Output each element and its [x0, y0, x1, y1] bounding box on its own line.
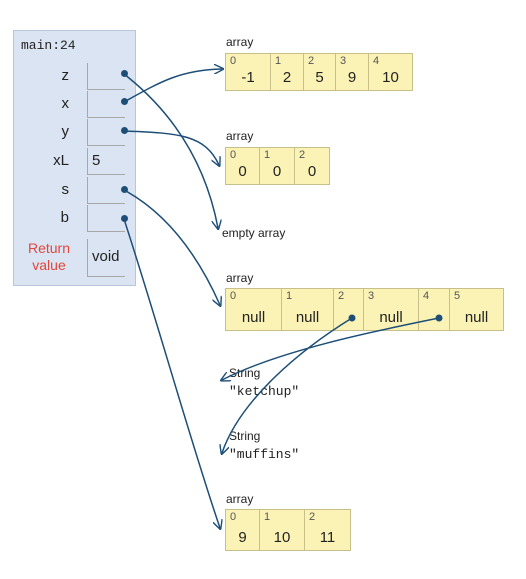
array-s-cell-4: 4 [419, 288, 450, 331]
cell-value: null [241, 309, 266, 326]
cell-index: 1 [264, 511, 271, 523]
var-cell-s [87, 177, 125, 204]
cell-value: null [295, 309, 320, 326]
arrow-z-to-empty [123, 73, 218, 228]
stack-frame: main:24 z x y xL 5 s b Return value void [13, 30, 136, 286]
return-value-cell: void [87, 239, 125, 277]
array-s-cell-3: 3 null [364, 288, 419, 331]
array-s-cell-2: 2 [334, 288, 364, 331]
cell-value: 0 [272, 163, 282, 180]
array-s-cell-0: 0 null [225, 288, 282, 331]
arrow-y-to-array [123, 130, 219, 165]
string-2-value: "muffins" [229, 447, 300, 462]
var-cell-x [87, 91, 125, 118]
cell-value: 9 [238, 529, 247, 546]
pointer-dot-x[interactable] [121, 98, 128, 105]
cell-value: 10 [273, 529, 291, 546]
cell-index: 3 [368, 290, 375, 302]
var-name-x: x [61, 95, 70, 112]
cell-value: null [379, 309, 403, 326]
cell-index: 2 [299, 149, 306, 161]
frame-title: main:24 [21, 38, 76, 53]
cell-index: 0 [230, 511, 237, 523]
array-x-label: array [226, 35, 254, 49]
array-y-label: array [226, 129, 254, 143]
cell-value: 0 [307, 163, 317, 180]
pointer-dot-z[interactable] [121, 70, 128, 77]
arrow-b-to-array [123, 218, 220, 528]
array-s-label: array [226, 271, 254, 285]
cell-index: 1 [275, 55, 282, 67]
var-cell-z [87, 63, 125, 90]
cell-value: 9 [347, 69, 357, 86]
var-name-y: y [61, 123, 70, 140]
var-cell-b [87, 205, 125, 232]
var-name-z: z [61, 67, 70, 84]
return-label-line1: Return [27, 240, 71, 256]
cell-value: 0 [238, 163, 247, 180]
cell-index: 0 [230, 290, 237, 302]
string-1-label: String [229, 366, 261, 380]
var-name-s: s [61, 181, 70, 198]
cell-index: 4 [373, 55, 380, 67]
cell-index: 4 [423, 290, 430, 302]
arrow-x-to-array [123, 69, 222, 103]
string-1-value: "ketchup" [229, 384, 300, 399]
cell-value: 11 [319, 529, 336, 546]
cell-index: 3 [340, 55, 347, 67]
string-2-label: String [229, 429, 261, 443]
pointer-dot-y[interactable] [121, 127, 128, 134]
cell-index: 1 [264, 149, 271, 161]
cell-value: null [464, 309, 489, 326]
var-cell-y [87, 119, 125, 146]
var-name-b: b [60, 209, 69, 226]
cell-value: -1 [241, 69, 255, 86]
array-x-cell-0: 0 -1 [225, 53, 271, 91]
arrow-s-to-array [123, 189, 220, 305]
array-b-label: array [226, 492, 254, 506]
empty-array-label: empty array [222, 226, 286, 240]
cell-value: 5 [315, 69, 324, 86]
return-label-line2: value [32, 257, 66, 273]
cell-index: 0 [230, 149, 237, 161]
pointer-dot-s[interactable] [121, 186, 128, 193]
var-cell-xl: 5 [87, 148, 125, 175]
cell-index: 1 [286, 290, 293, 302]
var-name-xl: xL [53, 152, 69, 169]
cell-index: 0 [230, 55, 237, 67]
pointer-dot-b[interactable] [121, 215, 128, 222]
cell-value: 10 [382, 69, 399, 86]
cell-index: 5 [454, 290, 461, 302]
cell-value: 2 [282, 69, 292, 86]
cell-index: 2 [308, 55, 315, 67]
cell-index: 2 [338, 290, 345, 302]
cell-index: 2 [309, 511, 316, 523]
